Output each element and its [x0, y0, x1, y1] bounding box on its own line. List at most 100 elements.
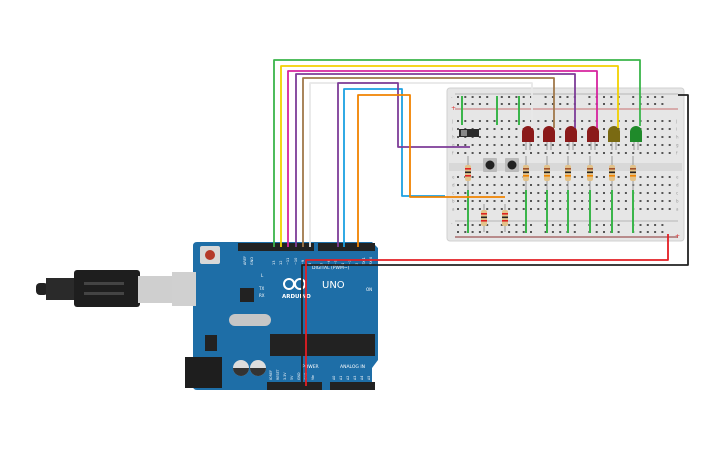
wire-pin9	[302, 77, 555, 247]
row-label: e	[452, 175, 455, 180]
atmega-chip	[270, 334, 375, 356]
pin-label: 7	[320, 263, 324, 265]
pin-label: A3	[353, 376, 357, 380]
wire-pin4	[343, 88, 445, 247]
row-label: j	[675, 119, 677, 124]
usb-port	[172, 272, 196, 306]
digital-header-1	[238, 243, 314, 251]
resistor[interactable]	[587, 156, 593, 190]
pushbutton[interactable]	[483, 158, 497, 172]
pin-label: GND	[250, 257, 254, 265]
row-label: g	[452, 143, 455, 148]
pin-label: ~11	[286, 258, 290, 265]
row-label: h	[676, 135, 679, 140]
wire-pin8	[309, 82, 533, 247]
digital-label: DIGITAL (PWM~)	[312, 265, 350, 271]
row-label: a	[676, 207, 679, 212]
breadboard-jumpers[interactable]	[461, 96, 634, 233]
led[interactable]	[608, 126, 620, 150]
row-label: c	[452, 191, 454, 196]
row-label: i	[452, 127, 453, 132]
led[interactable]	[543, 126, 555, 150]
wire-pin11	[287, 70, 598, 247]
wires[interactable]	[273, 59, 689, 386]
pin-label: TX 1	[362, 257, 366, 266]
resistor[interactable]	[609, 156, 615, 190]
analog-header	[330, 382, 375, 390]
tx-label: TX	[258, 286, 264, 291]
model-label: UNO	[322, 280, 345, 291]
wire-pin2	[357, 94, 505, 247]
rail-minus-label: -	[451, 95, 453, 100]
resistor[interactable]	[465, 156, 471, 190]
row-label: f	[676, 151, 678, 156]
pin-label: A1	[339, 376, 343, 380]
resistor[interactable]	[544, 156, 550, 190]
row-label: b	[676, 199, 679, 204]
led[interactable]	[565, 126, 577, 150]
resistor[interactable]	[502, 204, 508, 232]
row-label: d	[676, 183, 679, 188]
pin-label: IOREF	[269, 370, 273, 380]
rail-plus-label-bottom: +	[675, 233, 680, 240]
row-label: f	[452, 151, 454, 156]
pin-label: A5	[367, 376, 371, 380]
slide-switch[interactable]	[459, 129, 479, 137]
pin-label: RX 0	[369, 257, 373, 265]
wire-ground	[301, 94, 689, 386]
arduino-logo	[283, 278, 306, 290]
row-label: i	[676, 127, 677, 132]
row-label: d	[452, 183, 455, 188]
row-label: a	[452, 207, 455, 212]
row-label: e	[676, 175, 679, 180]
pin-label: 5V	[290, 375, 294, 380]
resistor[interactable]	[523, 156, 529, 190]
rx-label: RX	[259, 293, 265, 298]
row-label: h	[452, 135, 455, 140]
led[interactable]	[587, 126, 599, 150]
resistor[interactable]	[630, 156, 636, 190]
digital-header-2	[318, 243, 375, 251]
row-label: b	[452, 199, 455, 204]
wire-pin5	[337, 82, 470, 247]
pin-label: ~3	[348, 260, 352, 265]
power-jack	[185, 357, 222, 388]
row-label: j	[451, 119, 453, 124]
pin-label: 12	[279, 261, 283, 265]
pin-label: A0	[332, 376, 336, 380]
wire-pin10	[295, 73, 576, 247]
rail-minus-label-bottom: -	[451, 221, 453, 226]
resistor[interactable]	[565, 156, 571, 190]
wire-5v	[305, 234, 669, 386]
led[interactable]	[522, 126, 534, 150]
pin-label: GND	[297, 372, 301, 380]
brand-label: ARDUINO	[282, 294, 311, 300]
pin-label: Vin	[311, 375, 315, 380]
wire-pin12	[280, 65, 619, 247]
analog-label: ANALOG IN	[340, 364, 365, 370]
pin-label: AREF	[243, 256, 247, 265]
pin-label: RESET	[276, 368, 280, 380]
pin-label: 4	[341, 262, 345, 265]
rail-plus-label: +	[451, 105, 456, 112]
pin-label: 13	[272, 261, 276, 265]
usb-cable[interactable]	[36, 270, 172, 307]
pin-label: A2	[346, 376, 350, 380]
pin-label: ~6	[327, 260, 331, 265]
l-led-label: L	[261, 273, 264, 278]
pushbutton[interactable]	[505, 158, 519, 172]
power-label: POWER	[302, 364, 319, 370]
on-label: ON	[366, 287, 372, 292]
wire-pin13	[273, 59, 641, 247]
power-header	[267, 382, 322, 390]
pin-label: 8	[308, 263, 312, 265]
pin-label: ~5	[334, 260, 338, 265]
pin-label: 3.3V	[283, 372, 287, 380]
led[interactable]	[630, 126, 642, 150]
pin-label: A4	[360, 376, 364, 380]
resistor[interactable]	[481, 204, 487, 232]
row-label: c	[676, 191, 678, 196]
